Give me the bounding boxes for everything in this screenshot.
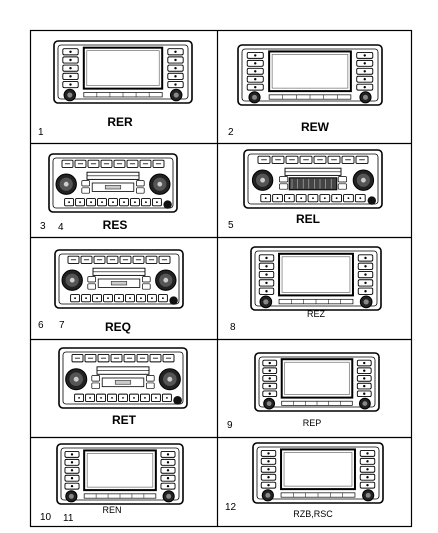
callout-number: 8: [230, 322, 236, 333]
sales-code-label: REL: [296, 212, 320, 226]
radio-unit-illustration: [58, 347, 188, 409]
radio-unit-illustration: [250, 246, 382, 311]
callout-number: 12: [225, 502, 237, 513]
callout-number: 7: [59, 320, 65, 331]
callout-number: 3: [40, 221, 46, 232]
callout-number: 5: [228, 220, 234, 231]
callout-number: 2: [228, 127, 234, 138]
sales-code-label: REQ: [104, 320, 132, 334]
sales-code-label: RET: [112, 413, 136, 427]
radio-unit-illustration: [252, 442, 384, 504]
sales-code-label: REN: [102, 505, 122, 515]
callout-number: 10: [40, 512, 52, 523]
radio-unit-illustration: [53, 40, 193, 104]
radio-unit-illustration: [243, 149, 383, 209]
sales-code-label: RES: [102, 218, 128, 232]
sales-code-label: REP: [302, 418, 322, 428]
radio-unit-illustration: [56, 443, 184, 505]
radio-unit-illustration: [48, 153, 178, 213]
callout-number: 4: [58, 222, 64, 233]
sales-code-label: RZB,RSC: [293, 509, 333, 519]
sales-code-label: RER: [107, 115, 133, 129]
sales-code-label: REZ: [307, 309, 325, 319]
callout-number: 9: [227, 420, 233, 431]
sales-code-label: REW: [301, 120, 329, 134]
callout-number: 11: [63, 513, 74, 524]
callout-number: 1: [38, 127, 44, 138]
radio-unit-illustration: [254, 352, 380, 412]
callout-number: 6: [38, 320, 44, 331]
radio-unit-illustration: [237, 44, 383, 106]
radio-unit-illustration: [54, 249, 184, 309]
